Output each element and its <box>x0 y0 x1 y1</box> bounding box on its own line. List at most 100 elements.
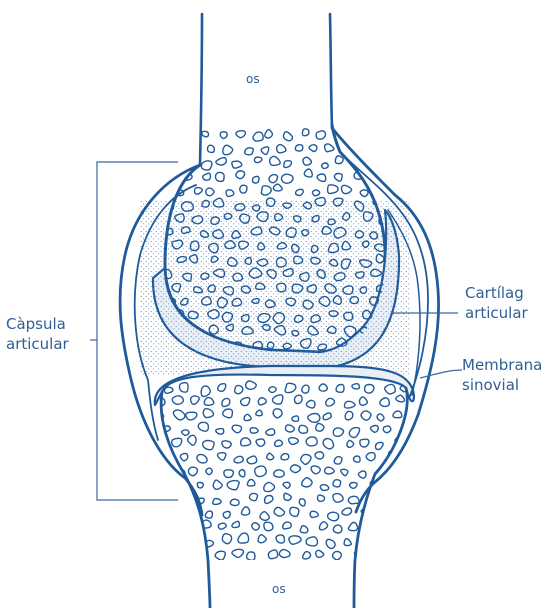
bone-cell <box>385 496 393 503</box>
bone-cell <box>284 493 291 500</box>
bone-cell <box>264 482 275 491</box>
bone-cell <box>256 410 262 416</box>
bone-cell <box>306 400 315 408</box>
bone-cell <box>184 552 192 559</box>
bone-cell <box>301 454 311 464</box>
bone-cell <box>241 507 249 515</box>
bone-cell <box>269 175 278 183</box>
bone-cell <box>181 156 190 163</box>
bone-cell <box>360 439 369 447</box>
bone-cell <box>232 549 244 557</box>
bone-cell <box>201 161 212 170</box>
bone-cell <box>247 552 255 560</box>
bone-cell <box>290 465 300 473</box>
bone-cell <box>273 395 283 404</box>
upper-bone-right-edge <box>330 14 332 125</box>
bone-cell <box>246 381 257 389</box>
bone-cell <box>198 422 208 431</box>
bone-cell <box>166 132 173 138</box>
bone-cell <box>255 466 267 476</box>
bone-cell <box>227 481 239 490</box>
membrana-leader <box>420 370 462 378</box>
bone-cell <box>238 533 249 543</box>
bone-cell <box>165 523 177 533</box>
bone-cell <box>234 456 243 463</box>
bone-cell <box>207 145 214 152</box>
bone-cell <box>360 190 368 197</box>
bone-cell <box>222 441 231 448</box>
bone-cell <box>333 494 343 503</box>
bone-cell <box>173 410 185 420</box>
bone-cell <box>269 387 277 393</box>
bone-cell <box>350 483 358 489</box>
bone-cell <box>328 512 339 521</box>
bone-cell <box>223 409 233 418</box>
bone-cell <box>222 534 231 544</box>
bone-cell <box>161 554 170 562</box>
bone-cell <box>304 169 312 177</box>
bone-cell <box>336 384 344 392</box>
bone-cell <box>205 511 212 518</box>
bone-cell <box>173 508 182 515</box>
bone-cell <box>203 409 213 418</box>
bone-cell <box>394 509 403 515</box>
bone-cell <box>306 437 317 446</box>
bone-cell <box>188 435 196 445</box>
bone-cell <box>320 485 328 491</box>
bone-cell <box>156 510 165 520</box>
bone-cell <box>274 507 284 516</box>
bone-cell <box>216 158 226 165</box>
label-membrana-line2: sinovial <box>462 375 542 395</box>
label-cartilag-articular: Cartílag articular <box>465 283 528 323</box>
bone-cell <box>299 499 305 506</box>
bone-cell <box>328 185 338 194</box>
bone-cell <box>365 384 374 393</box>
bone-cell <box>369 553 377 560</box>
bone-cell <box>311 466 320 474</box>
bone-cell <box>181 133 189 139</box>
bone-cell <box>359 397 367 405</box>
bone-cell <box>335 156 343 164</box>
bone-cell <box>397 469 404 476</box>
bone-cell <box>387 522 395 529</box>
bone-cell <box>191 396 200 404</box>
bone-cell <box>347 440 354 447</box>
bone-cell <box>326 539 335 548</box>
bone-cell <box>283 482 290 488</box>
bone-cell <box>377 414 384 421</box>
bone-cell <box>180 453 187 460</box>
bone-cell <box>197 454 207 463</box>
bone-cell <box>172 396 183 405</box>
bone-cell <box>223 145 233 154</box>
bone-cell <box>294 395 302 403</box>
bone-cell <box>405 554 413 560</box>
bone-cell <box>333 480 341 487</box>
bone-cell <box>215 172 224 181</box>
bone-cell <box>201 386 210 397</box>
bone-cell <box>333 525 342 533</box>
bone-cell <box>334 173 342 181</box>
bone-cell <box>396 395 405 402</box>
bone-cell <box>376 538 383 545</box>
bone-cell <box>369 496 379 504</box>
bone-cell <box>344 539 351 546</box>
bone-cell <box>319 384 327 391</box>
bone-cell <box>323 439 333 449</box>
bone-cell <box>264 522 273 530</box>
bone-cell <box>220 132 227 139</box>
bone-cell <box>309 145 317 152</box>
bone-cell <box>289 438 299 445</box>
bone-cell <box>352 384 359 389</box>
bone-cell <box>213 498 221 504</box>
bone-cell <box>385 384 396 393</box>
bone-cell <box>325 144 334 152</box>
bone-cell <box>377 144 387 153</box>
upper-bone-left-edge <box>200 14 202 165</box>
label-os-top: os <box>246 72 260 86</box>
bone-cell <box>163 493 172 502</box>
bone-cell <box>385 482 396 490</box>
bone-cell <box>244 414 251 420</box>
bone-cell <box>283 522 291 529</box>
bone-cell <box>232 161 242 168</box>
bone-cell <box>261 186 271 195</box>
